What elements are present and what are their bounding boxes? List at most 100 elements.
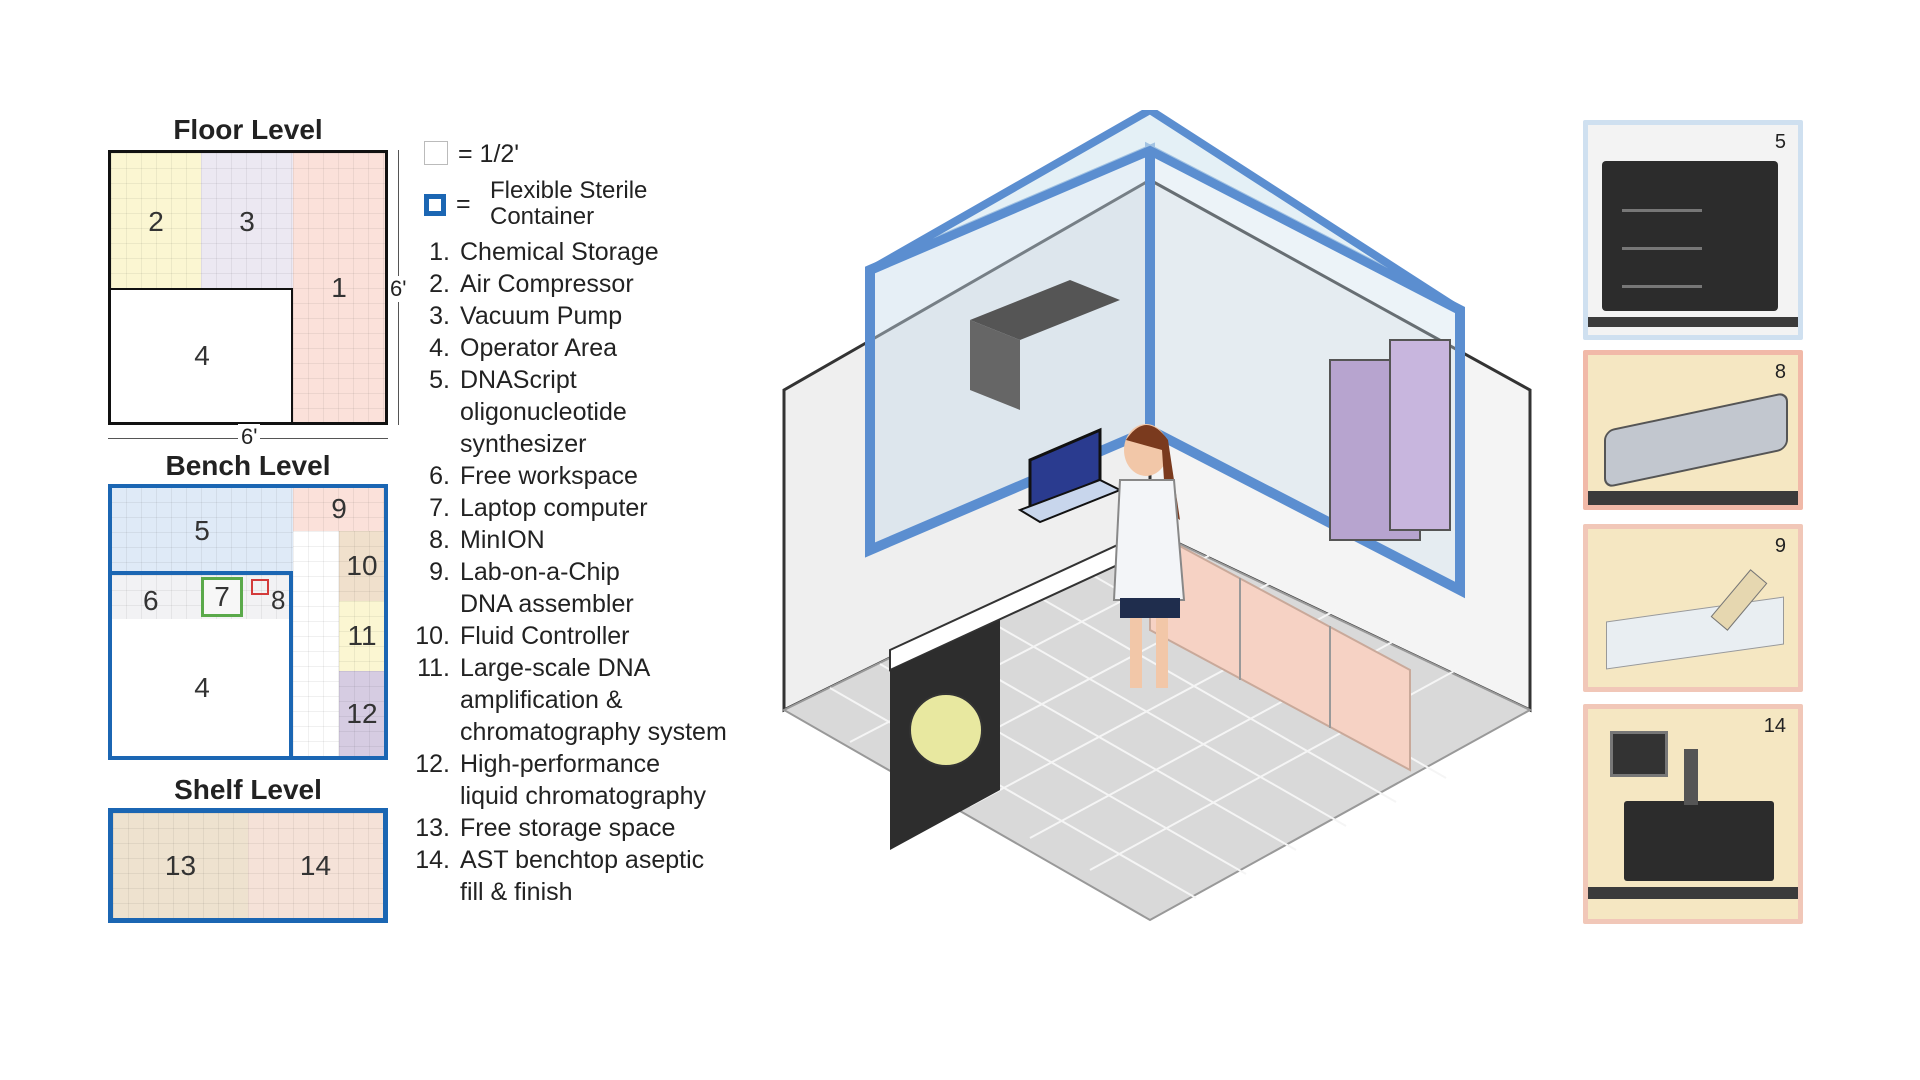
- legend-number: 1.: [429, 238, 450, 266]
- legend-number: 3.: [429, 302, 450, 330]
- legend-text: chromatography system: [460, 718, 727, 746]
- bench-zone-5: 5: [111, 487, 293, 575]
- dim-width-label: 6': [238, 424, 261, 450]
- legend-number: 4.: [429, 334, 450, 362]
- legend-item: 12. High-performance: [408, 748, 760, 780]
- floor-plan: 2 3 1 4: [108, 150, 388, 425]
- floor-zone-1: 1: [293, 153, 385, 422]
- bench-zone-7: 7: [201, 577, 243, 617]
- floor-zone-4: 4: [111, 290, 293, 422]
- legend-text: DNAScript: [460, 366, 577, 394]
- drawer-line: [1622, 247, 1702, 250]
- zone-label-8: 8: [271, 585, 286, 615]
- legend-item: 13.Free storage space: [408, 812, 760, 844]
- legend-text: High-performance: [460, 750, 661, 778]
- inset-minion: 8: [1583, 350, 1803, 510]
- inset-number: 5: [1774, 131, 1786, 153]
- legend-item: 4. Operator Area: [408, 332, 760, 364]
- compressor: [909, 693, 983, 767]
- operator-leg: [1156, 618, 1168, 688]
- grid-unit-label: = 1/2': [458, 140, 520, 168]
- legend-number: 6.: [429, 462, 450, 490]
- legend-number: [408, 396, 460, 428]
- dim-height-label: 6': [390, 276, 407, 302]
- ast-machine-arm: [1684, 749, 1698, 805]
- zone-label: 4: [194, 672, 210, 703]
- zone-label: 11: [347, 620, 377, 651]
- legend-text: oligonucleotide: [460, 398, 627, 426]
- legend-number: 9.: [429, 558, 450, 586]
- shelf-zone-14: 14: [248, 813, 383, 918]
- legend-item: liquid chromatography: [408, 780, 760, 812]
- container-equals: =: [456, 190, 471, 218]
- legend-text: Laptop computer: [460, 494, 648, 522]
- legend-item: DNA assembler: [408, 588, 760, 620]
- legend-item: 10.Fluid Controller: [408, 620, 760, 652]
- legend-number: 8.: [429, 526, 450, 554]
- fume-hood-body: [970, 320, 1020, 410]
- zone-label: 13: [164, 849, 197, 881]
- inset-number: 8: [1774, 361, 1786, 383]
- legend-item: 5. DNAScript: [408, 364, 760, 396]
- drawer-line: [1622, 209, 1702, 212]
- legend-text: fill & finish: [460, 878, 573, 906]
- legend-text: Vacuum Pump: [460, 302, 623, 330]
- inset-ast-fill-finish: 14: [1583, 704, 1803, 924]
- container-label-2: Container: [490, 203, 595, 230]
- bench-zone-11: 11: [339, 601, 385, 671]
- bench-zone-9: 9: [293, 487, 385, 531]
- floor-zone-2: 2: [111, 153, 201, 290]
- legend-text: Free storage space: [460, 814, 676, 842]
- bench-zone-4: 4: [111, 619, 293, 757]
- legend-text: Lab-on-a-Chip: [460, 558, 620, 586]
- legend-list: 1. Chemical Storage 2. Air Compressor 3. Vacu…: [408, 236, 760, 908]
- sterile-container-inner-edge: [111, 571, 293, 575]
- legend-number: 10.: [415, 622, 450, 650]
- legend-item: oligonucleotide: [408, 396, 760, 428]
- legend-item: fill & finish: [408, 876, 760, 908]
- bench-zone-10: 10: [339, 531, 385, 601]
- container-label-1: Flexible Sterile: [490, 177, 648, 204]
- equipment-rack: [1389, 339, 1451, 531]
- legend-item: synthesizer: [408, 428, 760, 460]
- bench-free-column: [293, 531, 339, 757]
- legend-item: 3. Vacuum Pump: [408, 300, 760, 332]
- legend-number: 12.: [415, 750, 450, 778]
- legend-number: 5.: [429, 366, 450, 394]
- legend-text: MinION: [460, 526, 545, 554]
- legend-item: 2. Air Compressor: [408, 268, 760, 300]
- zone-label: 9: [331, 493, 347, 524]
- minion-device-icon: [1604, 391, 1788, 489]
- chip-slide-icon: [1606, 596, 1784, 670]
- shelf-level-title: Shelf Level: [174, 774, 322, 805]
- legend-text: Chemical Storage: [460, 238, 659, 266]
- legend-number: [408, 876, 460, 908]
- legend-number: 2.: [429, 270, 450, 298]
- legend-text: Operator Area: [460, 334, 618, 362]
- operator-skirt: [1120, 598, 1180, 618]
- zone-label: 3: [239, 205, 255, 237]
- inset-lab-on-a-chip: 9: [1583, 524, 1803, 692]
- operator-coat: [1112, 479, 1186, 601]
- synthesizer-body-icon: [1602, 161, 1778, 311]
- legend-text: Air Compressor: [460, 270, 634, 298]
- minion-table: [1588, 491, 1798, 505]
- floor-divider: [111, 288, 293, 290]
- legend-item: 14.AST benchtop aseptic: [408, 844, 760, 876]
- bench-plan: 5 9 10 11 12 6 7 8 4: [108, 484, 388, 760]
- legend-item: chromatography system: [408, 716, 760, 748]
- legend-number: 14.: [415, 846, 450, 874]
- legend-number: [408, 428, 460, 460]
- fume-hood: [970, 280, 1120, 340]
- legend-item: 8. MinION: [408, 524, 760, 556]
- ast-table: [1588, 887, 1798, 899]
- inset-number: 14: [1763, 715, 1786, 737]
- shelf-zone-13: 13: [113, 813, 248, 918]
- zone-label: 4: [194, 340, 210, 371]
- legend-item: 11.Large-scale DNA: [408, 652, 760, 684]
- bench-level-title: Bench Level: [165, 450, 331, 481]
- legend-number: [408, 716, 460, 748]
- shelf-plan: 13 14: [108, 808, 388, 923]
- legend-number: 7.: [429, 494, 450, 522]
- ast-machine-icon: [1624, 801, 1774, 881]
